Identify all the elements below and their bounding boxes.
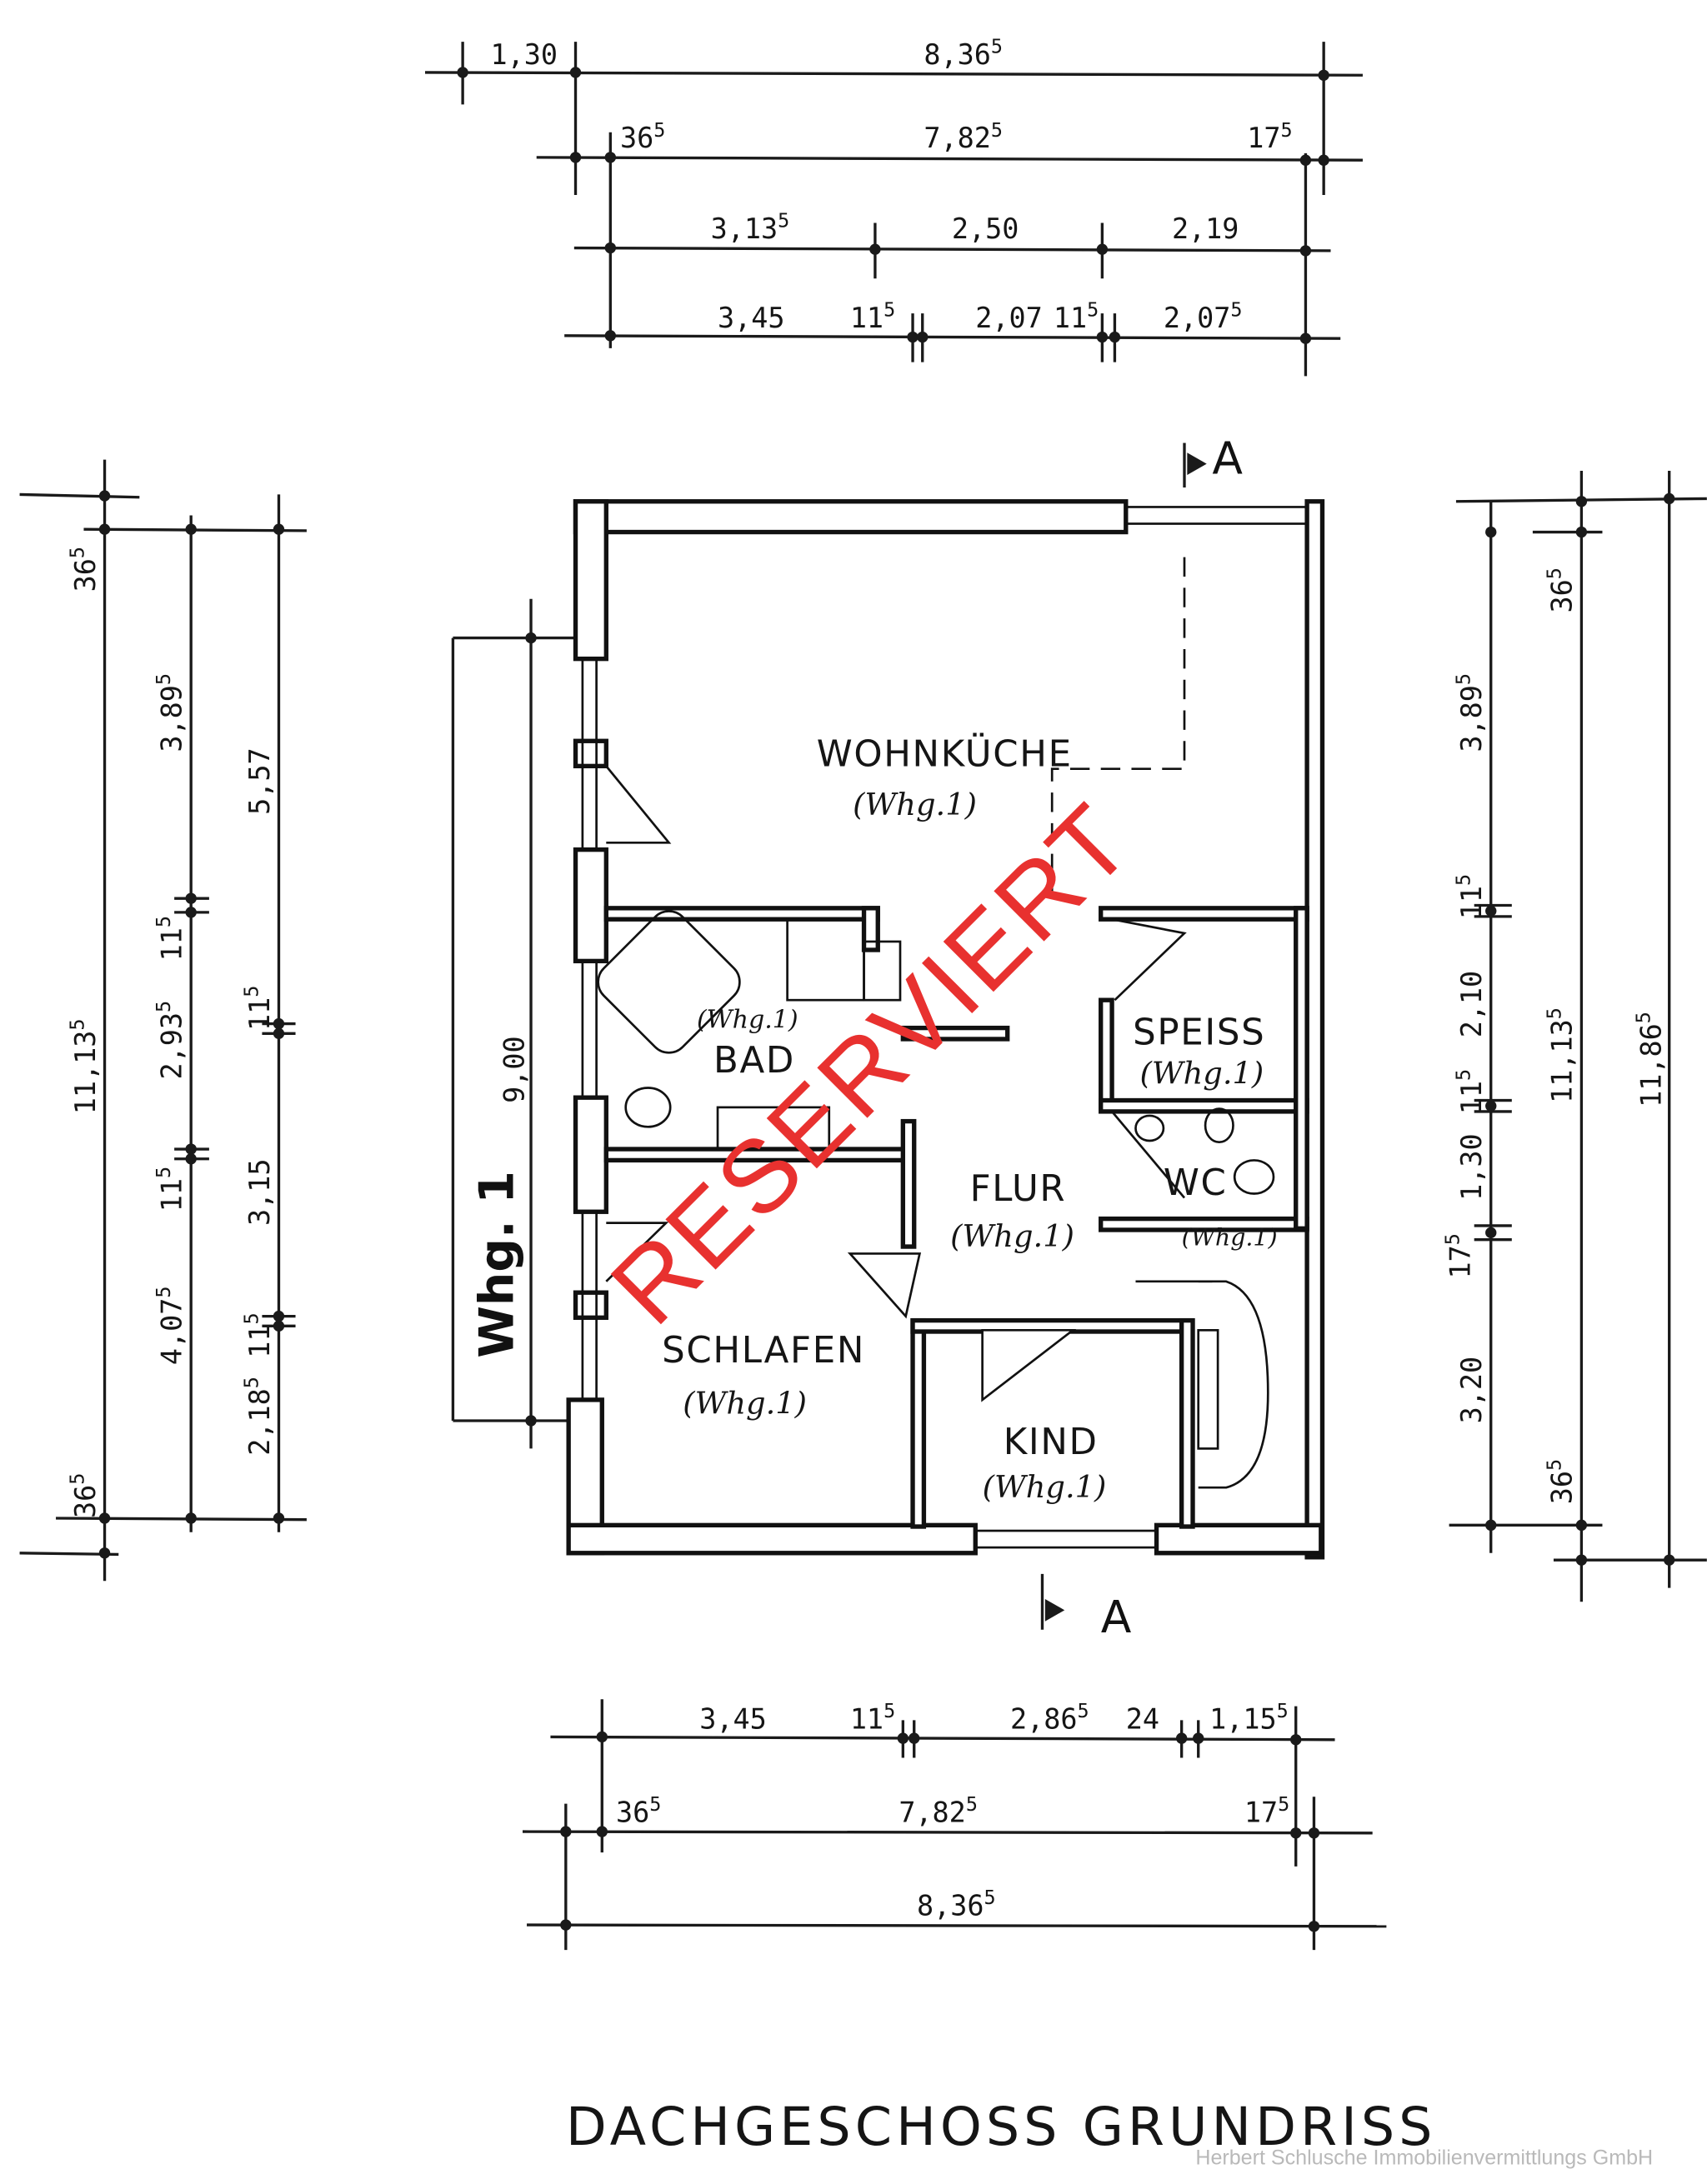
dim-label: 3,895 — [152, 673, 188, 752]
dim-label: 365 — [1542, 567, 1578, 612]
dim-label: 115 — [850, 297, 895, 333]
room-unit: (Whg.1) — [1140, 1055, 1264, 1091]
room-name-kind: KIND — [1004, 1422, 1099, 1463]
room-unit: (Whg.1) — [853, 787, 977, 822]
dim-label: 1,155 — [1209, 1699, 1289, 1735]
room-unit: (Whg.1) — [683, 1386, 807, 1422]
dim-label: 3,45 — [699, 1702, 767, 1735]
room-labels: WOHNKÜCHE (Whg.1) BAD (Whg.1) SPEISS (Wh… — [662, 732, 1277, 1505]
section-label: A — [1101, 1591, 1132, 1643]
walls — [566, 499, 1325, 1560]
dim-label: 2,07 — [975, 302, 1043, 334]
room-name-wc: WC — [1164, 1162, 1228, 1204]
dim-label: 175 — [1440, 1233, 1476, 1278]
dim-label: 365 — [620, 118, 665, 154]
dim-label: 115 — [239, 1312, 275, 1357]
dim-label: 11,135 — [65, 1019, 101, 1115]
dimension-chains-left: 365 11,135 365 3,895 115 2,935 115 4,075… — [19, 459, 574, 1582]
dim-label: 115 — [1054, 297, 1099, 333]
room-name-schlafen: SCHLAFEN — [662, 1330, 865, 1372]
dim-label: 2,10 — [1455, 971, 1488, 1038]
dim-label: 8,365 — [917, 1886, 996, 1922]
dim-label: 3,135 — [711, 208, 790, 244]
dim-label: 8,365 — [924, 35, 1003, 71]
dim-label: 1,30 — [491, 38, 558, 71]
plan-title: DACHGESCHOSS GRUNDRISS — [566, 2096, 1437, 2157]
dim-label: 365 — [616, 1792, 661, 1828]
dimension-chains-top: 1,30 8,365 365 7,825 175 3,135 2,50 2,19… — [424, 35, 1363, 377]
dim-label: 2,185 — [239, 1377, 275, 1456]
dim-label: 115 — [152, 916, 188, 961]
dim-label: 2,865 — [1010, 1699, 1089, 1735]
dim-label: 115 — [239, 986, 275, 1031]
dimension-chains-bottom: 3,45 115 2,865 24 1,155 365 7,825 175 8,… — [523, 1699, 1387, 1951]
room-unit: (Whg.1) — [1182, 1223, 1278, 1251]
room-name-wohnkueche: WOHNKÜCHE — [817, 732, 1073, 775]
dim-label: 3,15 — [243, 1158, 276, 1225]
watermark: Herbert Schlusche Immobilienvermittlungs… — [1195, 2147, 1653, 2170]
room-unit: (Whg.1) — [983, 1469, 1107, 1505]
dim-label: 3,45 — [718, 302, 785, 334]
dim-label: 115 — [1452, 874, 1488, 919]
room-unit: (Whg.1) — [950, 1218, 1074, 1254]
dim-label: 1,30 — [1455, 1133, 1488, 1200]
dim-label: 3,895 — [1452, 673, 1488, 752]
dim-label: 2,50 — [952, 212, 1019, 245]
dim-label: 115 — [850, 1699, 895, 1735]
room-unit: (Whg.1) — [697, 1006, 798, 1035]
dim-label: 7,825 — [924, 118, 1003, 154]
dim-label: 4,075 — [152, 1287, 188, 1366]
room-name-bad: BAD — [713, 1040, 795, 1082]
room-name-flur: FLUR — [970, 1168, 1067, 1210]
dim-label: 115 — [152, 1167, 188, 1212]
dim-label: 9,00 — [498, 1036, 531, 1103]
reserved-stamp: RESERVIERT — [589, 782, 1154, 1346]
dim-label: 2,935 — [152, 1001, 188, 1080]
dim-label: 2,19 — [1172, 212, 1239, 245]
section-markers: A A — [1040, 432, 1243, 1643]
dim-label: 365 — [65, 547, 101, 592]
dimension-chains-right: 3,895 115 2,10 115 1,30 175 3,20 365 11,… — [1440, 470, 1707, 1602]
dim-label: 24 — [1126, 1702, 1159, 1735]
dim-label: 11,135 — [1542, 1007, 1578, 1103]
dim-label: 7,825 — [899, 1792, 978, 1828]
dim-label: 175 — [1244, 1792, 1289, 1828]
dim-label: 365 — [1542, 1459, 1578, 1504]
dim-label: 3,20 — [1455, 1357, 1488, 1423]
dim-label: 175 — [1247, 118, 1292, 154]
dim-label: 2,075 — [1164, 297, 1243, 333]
dim-label: 365 — [65, 1473, 101, 1518]
dim-label: 5,57 — [243, 747, 276, 815]
dim-label: 11,865 — [1631, 1012, 1667, 1107]
unit-label: Whg. 1 — [469, 1171, 524, 1358]
dim-label: 115 — [1452, 1069, 1488, 1114]
room-name-speiss: SPEISS — [1133, 1012, 1265, 1054]
section-label: A — [1212, 432, 1243, 484]
